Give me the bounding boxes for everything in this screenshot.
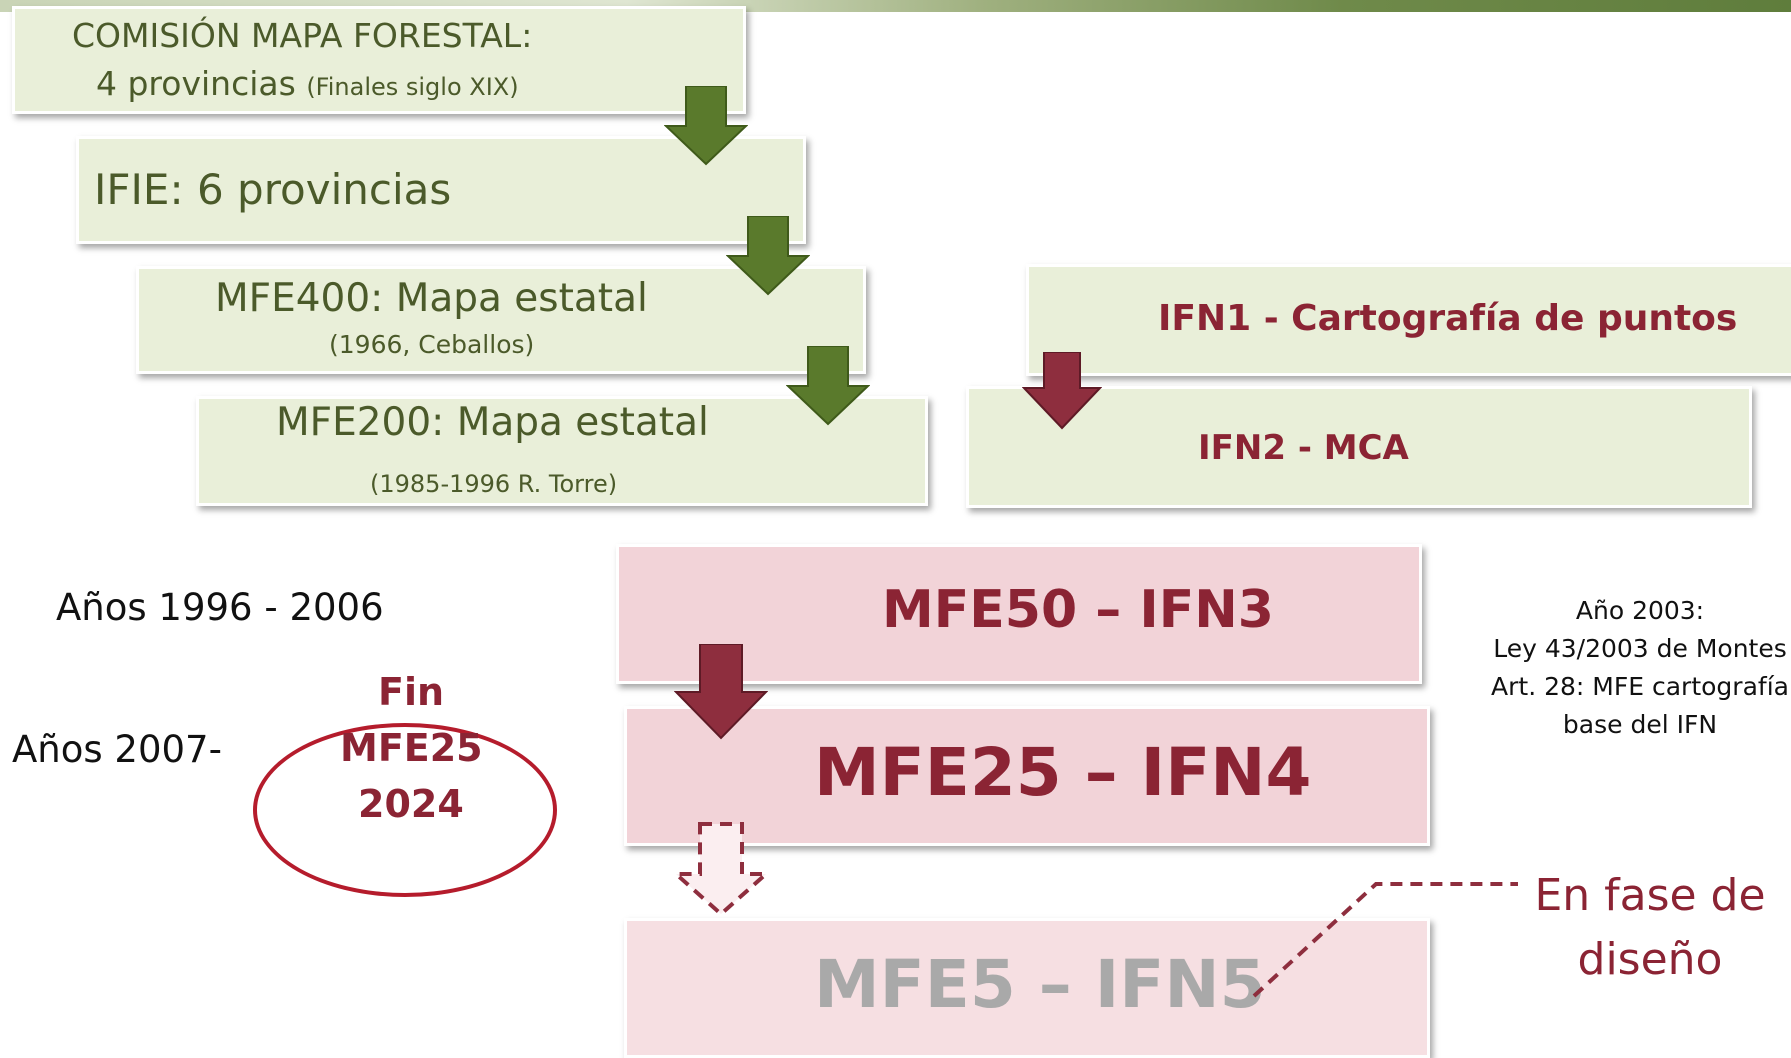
mfe400-box	[136, 266, 866, 374]
design-note-line1: En fase de	[1534, 870, 1766, 921]
law-note: Año 2003: Ley 43/2003 de Montes Art. 28:…	[1450, 592, 1791, 744]
ifie-label: IFIE: 6 provincias	[94, 165, 452, 214]
mfe200-title: MFE200: Mapa estatal	[276, 400, 709, 445]
period-2007: Años 2007-	[12, 728, 222, 771]
comision-provincias: 4 provincias	[96, 64, 296, 103]
ifn1-box	[1026, 264, 1791, 376]
ifn2-label: IFN2 - MCA	[1198, 428, 1409, 468]
comision-box	[12, 6, 746, 114]
mfe200-subtitle: (1985-1996 R. Torre)	[370, 470, 618, 498]
maroon-down-arrow-ifn3	[674, 644, 768, 740]
law-note-line4: base del IFN	[1562, 710, 1718, 739]
green-down-arrow-1	[664, 86, 748, 166]
mfe25-label: MFE25 – IFN4	[814, 734, 1312, 811]
green-down-arrow-3	[786, 346, 870, 426]
green-down-arrow-2	[726, 216, 810, 296]
comision-line2: 4 provincias (Finales siglo XIX)	[96, 64, 519, 103]
design-note: En fase de diseño	[1530, 864, 1770, 992]
mfe400-subtitle: (1966, Ceballos)	[329, 330, 535, 359]
maroon-down-arrow-ifn	[1022, 352, 1102, 430]
comision-period: (Finales siglo XIX)	[306, 73, 519, 101]
ifie-box	[76, 136, 806, 244]
mfe5-label: MFE5 – IFN5	[814, 946, 1266, 1023]
dashed-down-arrow	[674, 822, 768, 916]
mfe5-box	[624, 918, 1430, 1058]
comision-line1: COMISIÓN MAPA FORESTAL:	[72, 16, 533, 55]
mfe50-box	[616, 544, 1422, 684]
circle-line3: 2024	[358, 782, 464, 826]
design-leader-line	[1252, 882, 1518, 998]
circle-line2: MFE25	[340, 726, 483, 770]
mfe200-box	[196, 396, 928, 506]
mfe25-box	[624, 706, 1430, 846]
mfe50-label: MFE50 – IFN3	[882, 580, 1274, 640]
design-note-line2: diseño	[1577, 934, 1723, 985]
circle-line1: Fin	[378, 670, 445, 714]
mfe400-title: MFE400: Mapa estatal	[215, 276, 648, 321]
law-note-line1: Año 2003:	[1575, 596, 1705, 625]
period-1996-2006: Años 1996 - 2006	[56, 586, 384, 629]
law-note-line3: Art. 28: MFE cartografía	[1491, 672, 1789, 701]
law-note-line2: Ley 43/2003 de Montes	[1493, 634, 1787, 663]
fin-mfe25-circle	[253, 723, 557, 897]
ifn1-label: IFN1 - Cartografía de puntos	[1158, 298, 1738, 339]
ifn2-box	[966, 386, 1752, 508]
